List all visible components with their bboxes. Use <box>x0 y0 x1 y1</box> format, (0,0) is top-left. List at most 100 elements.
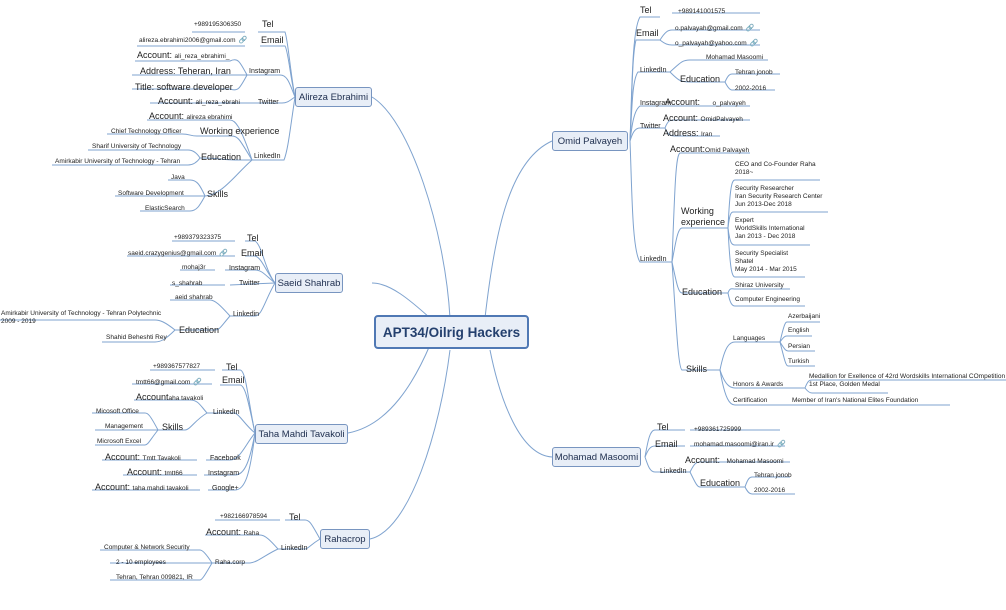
saeid-linkedin: Linkedin <box>233 311 260 318</box>
omid-edu-top-1: Tehran jonob <box>735 69 773 76</box>
omid-work-4b: Shatel <box>735 258 754 265</box>
saeid-edu-1-line1: Amirkabir University of Technology - Teh… <box>1 310 162 317</box>
alireza-email-label: Email <box>261 35 284 45</box>
saeid-education: Education <box>179 325 220 335</box>
taha-skill-2: Management <box>105 423 143 430</box>
mohamad-edu-1: Tehran jonob <box>754 472 792 479</box>
person-node-omid-palvayeh[interactable]: Omid Palvayeh <box>552 131 628 151</box>
alireza-ig-account: Account: ali_reza_ebrahimi_ <box>137 50 230 60</box>
alireza-instagram: Instagram <box>249 68 281 75</box>
person-node-taha-mahdi-tavakoli[interactable]: Taha Mahdi Tavakoli <box>255 424 348 444</box>
alireza-education: Education <box>201 152 242 162</box>
saeid-tel-label: Tel <box>247 233 259 243</box>
taha-instagram: Instagram <box>208 470 240 477</box>
omid-edu-1: Shiraz University <box>735 282 784 289</box>
saeid-tel-value: +989379323375 <box>174 234 222 241</box>
mohamad-linkedin: LinkedIn <box>660 468 687 475</box>
omid-honors: Honors & Awards <box>733 381 784 388</box>
mohamad-li-account: Account: Mohamad Masoomi <box>685 455 784 465</box>
omid-work-3a: Expert <box>735 217 754 224</box>
omid-lang-3: Persian <box>788 343 811 350</box>
mohamad-tel-value: +989361725999 <box>694 426 742 433</box>
taha-g-account: Account: taha mahdi tavakoli <box>95 482 189 492</box>
saeid-twitter: Twitter <box>239 280 260 287</box>
taha-skill-1: Micosoft Office <box>96 408 139 415</box>
saeid-email-label: Email <box>241 248 264 258</box>
link-icon[interactable]: 🔗 <box>193 379 202 386</box>
taha-skills: Skills <box>162 422 184 432</box>
omid-education: Education <box>682 287 723 297</box>
alireza-skill-3: ElasticSearch <box>145 205 185 212</box>
taha-ig-account: Account: tmtt66 <box>127 467 183 477</box>
alireza-tw-account: Account: ali_reza_ebrahi <box>158 96 240 106</box>
node-rahacrop[interactable]: Rahacrop <box>320 529 370 549</box>
person-node-mohamad-masoomi[interactable]: Mohamad Masoomi <box>552 447 641 467</box>
saeid-edu-2: Shahid Beheshti Rey <box>106 334 167 341</box>
mohamad-email-label: Email <box>655 439 678 449</box>
rahacrop-li-account: Account: Raha <box>206 527 260 537</box>
rahacrop-tel-label: Tel <box>289 512 301 522</box>
omid-cert-1: Member of Iran's National Elites Foundat… <box>792 397 919 404</box>
taha-email-label: Email <box>222 375 245 385</box>
alireza-email-value: alireza.ebrahimi2006@gmail.com🔗 <box>139 37 248 44</box>
rahacrop-corp-1: Computer & Network Security <box>104 544 190 551</box>
alireza-skill-1: Java <box>171 174 185 181</box>
alireza-skills: Skills <box>207 189 229 199</box>
person-node-alireza-ebrahimi[interactable]: Alireza Ebrahimi <box>295 87 372 107</box>
omid-work-1a: CEO and Co-Founder Raha <box>735 161 816 168</box>
omid-certification: Certification <box>733 397 768 404</box>
saeid-tw-value: s_shahrab <box>172 280 203 287</box>
taha-tel-label: Tel <box>226 362 238 372</box>
omid-li-top-name: Mohamad Masoomi <box>706 54 764 61</box>
taha-linkedin: LinkedIn <box>213 409 240 416</box>
link-icon[interactable]: 🔗 <box>745 25 755 32</box>
omid-work-1b: 2018~ <box>735 169 754 176</box>
person-node-saeid-shahrab[interactable]: Saeid Shahrab <box>275 273 343 293</box>
omid-work-3c: Jan 2013 - Dec 2018 <box>735 233 796 240</box>
link-icon[interactable]: 🔗 <box>749 40 759 47</box>
alireza-twitter: Twitter <box>258 99 279 106</box>
omid-work-3b: WorldSkills International <box>735 225 805 232</box>
saeid-instagram: Instagram <box>229 265 261 272</box>
saeid-edu-1-line2: 2009 - 2019 <box>1 318 36 325</box>
saeid-email-value: saeid.crazygenius@gmail.com🔗 <box>128 250 228 257</box>
omid-lang-4: Turkish <box>788 358 810 365</box>
alireza-li-account: Account: alireza ebrahimi <box>149 111 233 121</box>
omid-linkedin: LinkedIn <box>640 256 667 263</box>
link-icon[interactable]: 🔗 <box>219 250 228 257</box>
omid-lang-1: Azerbaijani <box>788 313 821 320</box>
omid-linkedin-top: LinkedIn <box>640 67 667 74</box>
mohamad-tel-label: Tel <box>657 422 669 432</box>
omid-tw-address: Address: Iran <box>663 128 713 138</box>
link-icon[interactable]: 🔗 <box>776 441 786 448</box>
omid-tel-label: Tel <box>640 5 652 15</box>
central-topic[interactable]: APT34/Oilrig Hackers <box>374 315 529 349</box>
omid-twitter: Twitter <box>640 123 661 130</box>
taha-fb-account: Account: Tmtt Tavakoli <box>105 452 181 462</box>
rahacrop-corp: Raha.corp <box>215 559 245 566</box>
omid-working-experience: Working experience <box>681 206 726 227</box>
alireza-skill-2: Software Development <box>118 190 184 197</box>
alireza-linkedin: LinkedIn <box>254 153 281 160</box>
alireza-tel-value: +989195306350 <box>194 21 242 28</box>
saeid-li-value: aeid shahrab <box>175 294 213 301</box>
taha-li-account: Accountaha tavakoli <box>136 392 204 402</box>
link-icon[interactable]: 🔗 <box>238 37 248 44</box>
omid-work-2c: Jun 2013-Dec 2018 <box>735 201 792 208</box>
taha-tel-value: +989367577827 <box>153 363 201 370</box>
omid-work-2b: Iran Security Research Center <box>735 193 823 200</box>
omid-lang-2: English <box>788 327 810 334</box>
alireza-ig-address: Address: Teheran, Iran <box>140 66 231 76</box>
taha-google: Google+ <box>212 485 239 492</box>
alireza-ig-title: Title: software developer <box>135 82 233 92</box>
alireza-work-1: Chief Technology Officer <box>111 128 182 135</box>
rahacrop-corp-3: Tehran, Tehran 009821, IR <box>116 574 193 581</box>
alireza-working-experience: Working experience <box>200 126 280 136</box>
omid-email-label: Email <box>636 28 659 38</box>
alireza-edu-2: Amirkabir University of Technology - Teh… <box>55 158 181 165</box>
omid-work-2a: Security Researcher <box>735 185 794 192</box>
mohamad-education: Education <box>700 478 741 488</box>
taha-email-value: tmtt66@gmail.com🔗 <box>136 379 202 386</box>
